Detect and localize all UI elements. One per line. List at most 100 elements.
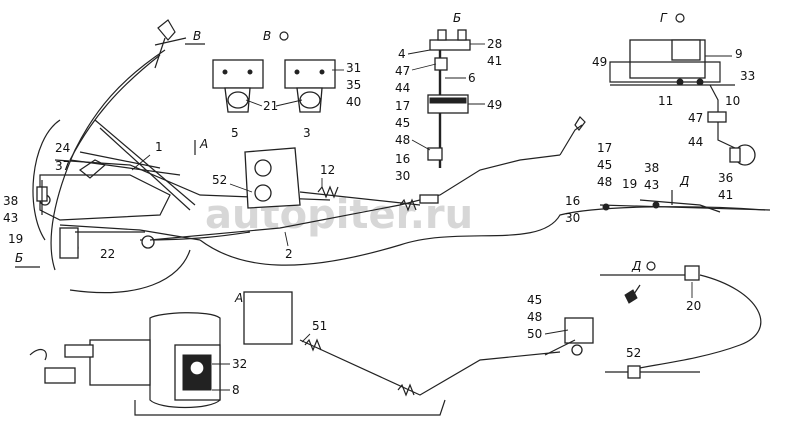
pivot-support — [59, 227, 79, 259]
clamp-ring-left — [227, 91, 249, 109]
callout: 48 — [395, 133, 410, 147]
callout: 43 — [3, 211, 18, 225]
detail-a — [29, 291, 594, 416]
callout: 51 — [312, 319, 327, 333]
callout: 19 — [622, 177, 637, 191]
hose-left — [29, 348, 47, 361]
callout: 30 — [565, 211, 580, 225]
joint-center-right — [602, 203, 610, 211]
detail-title-d: Д — [631, 259, 641, 273]
callout: 3 — [303, 126, 311, 140]
bolt — [222, 69, 228, 75]
lever-arm-2 — [79, 151, 161, 169]
housing-window — [671, 39, 701, 61]
detail-title-b: Б — [453, 11, 461, 25]
bolt — [247, 69, 253, 75]
panel-a — [243, 291, 293, 345]
callout: 49 — [487, 98, 502, 112]
callout: 2 — [285, 247, 293, 261]
mechanism-wheel — [189, 360, 205, 376]
callout: 38 — [3, 194, 18, 208]
callout: 32 — [232, 357, 247, 371]
detail-title-v: В — [263, 29, 271, 43]
detail-title-a: А — [234, 291, 243, 305]
leader — [407, 49, 431, 55]
callout: 37 — [55, 159, 70, 173]
rod-12 — [299, 191, 421, 206]
view-arrow-b: Б — [15, 251, 23, 265]
handle-rod — [154, 37, 166, 69]
rod-right-2 — [639, 199, 721, 213]
view-arrow-d: Д — [679, 174, 689, 188]
leader — [275, 99, 303, 107]
rod-end-up — [559, 124, 583, 156]
bracket-50 — [564, 317, 594, 344]
rod-51 — [299, 339, 561, 396]
detail-d — [600, 265, 762, 379]
callout: 17 — [395, 99, 410, 113]
detail-marker-v — [279, 31, 289, 41]
detail-g — [609, 39, 756, 166]
coupling — [419, 194, 439, 204]
top-boss-1 — [437, 29, 447, 41]
callout: 50 — [527, 327, 542, 341]
callout: 38 — [644, 161, 659, 175]
callout: 47 — [395, 64, 410, 78]
main-assembly — [32, 19, 771, 294]
callout: 8 — [232, 383, 240, 397]
callout: 45 — [527, 293, 542, 307]
callout: 9 — [735, 47, 743, 61]
detail-marker-d — [646, 261, 656, 271]
callout: 20 — [686, 299, 701, 313]
chamber-neck — [729, 147, 741, 163]
callout: 4 — [398, 47, 406, 61]
callout: 12 — [320, 163, 335, 177]
callout: 40 — [346, 95, 361, 109]
view-arrow-v: В — [193, 29, 201, 43]
lever-band — [429, 97, 467, 104]
callout: 31 — [346, 61, 361, 75]
leader — [229, 183, 253, 193]
view-arrow-a: А — [199, 137, 208, 151]
rod-lower-a — [134, 399, 446, 416]
clamp-47 — [707, 111, 727, 123]
callout: 11 — [658, 94, 673, 108]
callout: 30 — [395, 169, 410, 183]
cylinder-end — [64, 344, 94, 358]
callout: 10 — [725, 94, 740, 108]
bolt — [319, 69, 325, 75]
detail-title-g: Г — [660, 11, 668, 25]
cylinder-body — [89, 339, 151, 386]
callout: 45 — [597, 158, 612, 172]
callout: 19 — [8, 232, 23, 246]
callout: 52 — [212, 173, 227, 187]
leader — [245, 99, 263, 107]
leader — [544, 329, 569, 335]
leader — [411, 63, 437, 71]
base-plate — [609, 61, 721, 83]
valve-block — [44, 367, 76, 384]
lever-arm — [69, 159, 181, 176]
callout: 35 — [346, 78, 361, 92]
bracket-v-left — [212, 59, 264, 89]
cable-handle — [157, 19, 176, 41]
clamp-20 — [684, 265, 700, 281]
leader — [301, 333, 311, 343]
leader — [284, 231, 289, 247]
clip-52 — [627, 365, 641, 379]
clamp-b — [434, 57, 448, 71]
flexible-cable-inner — [69, 54, 161, 161]
spring-mid — [399, 198, 417, 212]
callout: 44 — [688, 135, 703, 149]
callout: 41 — [487, 54, 502, 68]
leader — [131, 154, 151, 171]
callout: 45 — [395, 116, 410, 130]
callout: 43 — [644, 178, 659, 192]
lever-1b — [99, 127, 191, 211]
bottom-clip — [427, 147, 443, 161]
callout: 24 — [55, 141, 70, 155]
detail-marker-g — [675, 13, 685, 23]
joint-right — [652, 201, 660, 209]
callout: 16 — [395, 152, 410, 166]
callout-labels: 31 35 40 21 5 3 4 28 41 47 44 6 17 45 49… — [3, 37, 755, 397]
